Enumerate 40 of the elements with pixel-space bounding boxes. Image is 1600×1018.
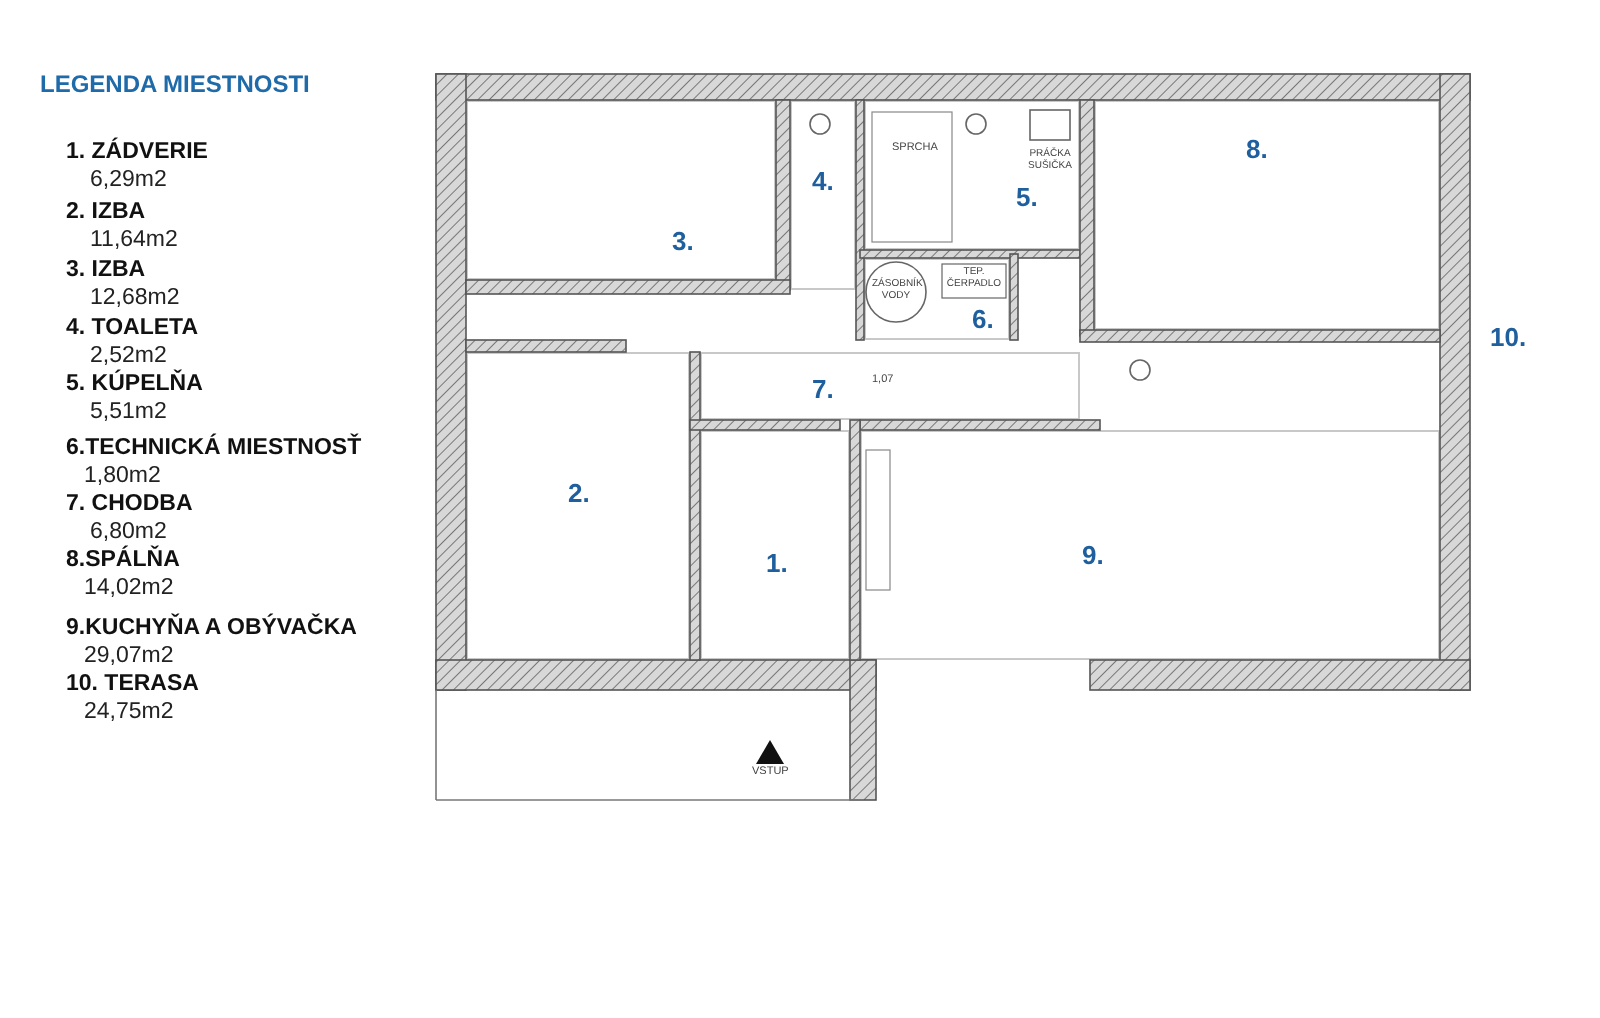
area-value: 6,80m2 — [90, 520, 167, 545]
area-value: 6,29m2 — [90, 168, 167, 194]
room-name: 3. IZBA — [66, 258, 146, 284]
area-value: 5,51m2 — [90, 400, 167, 426]
area-value: 14,02m2 — [84, 576, 174, 602]
room-name: 5. KÚPELŇA — [66, 372, 203, 398]
area-value: 24,75m2 — [84, 700, 174, 726]
room-name: 9.KUCHYŇA A OBÝVAČKA — [66, 616, 357, 642]
room-number: 5. — [1016, 182, 1038, 212]
room-area — [466, 352, 690, 660]
room-number: 10. — [1490, 324, 1527, 353]
room-number: 1. — [766, 548, 788, 578]
room-area — [466, 100, 776, 280]
room-name: 2. IZBA — [66, 200, 146, 226]
room-number: 4. — [812, 166, 834, 196]
room-area — [700, 352, 1080, 420]
area-value: 29,07m2 — [84, 644, 174, 670]
room-number: 7. — [812, 374, 834, 404]
area-value: 11,64m2 — [90, 228, 178, 254]
room-name: 8.SPÁLŇA — [66, 548, 180, 574]
room-name: 7. CHODBA — [66, 492, 193, 518]
legend-title: LEGENDA MIESTNOSTI — [40, 72, 310, 99]
room-name: 10. TERASA — [66, 672, 199, 698]
room-name: 4. TOALETA — [66, 316, 199, 342]
room-number: 6. — [972, 304, 994, 334]
room-number: 9. — [1082, 540, 1104, 570]
room-area — [860, 430, 1440, 660]
area-value: 1,80m2 — [84, 464, 161, 490]
room-area — [864, 100, 1080, 250]
room-area — [700, 430, 850, 660]
area-value: 2,52m2 — [90, 344, 167, 369]
room-number: 8. — [1246, 134, 1268, 164]
room-number: 3. — [672, 226, 694, 256]
area-value: 12,68m2 — [90, 286, 180, 312]
room-area — [864, 258, 1010, 340]
room-area — [1094, 100, 1440, 330]
room-name: 1. ZÁDVERIE — [66, 140, 208, 166]
room-area — [790, 100, 856, 290]
room-number: 2. — [568, 478, 590, 508]
room-name: 6.TECHNICKÁ MIESTNOSŤ — [66, 436, 362, 462]
